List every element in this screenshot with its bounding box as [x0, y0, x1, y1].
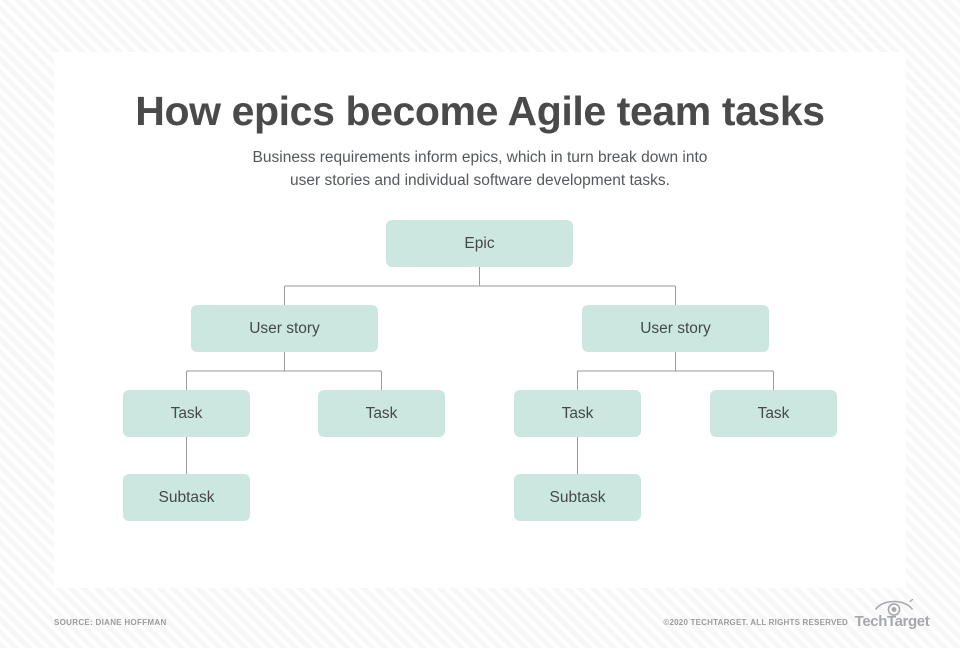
subtitle-line-2: user stories and individual software dev… [290, 171, 670, 189]
node-epic-label: Epic [464, 234, 495, 252]
techtarget-logo: TechTarget [852, 596, 932, 640]
node-task-3-label: Task [561, 404, 594, 422]
techtarget-wordmark: TechTarget [854, 613, 930, 630]
page-title: How epics become Agile team tasks [135, 88, 825, 134]
node-task-3: Task [514, 390, 641, 437]
node-task-4-label: Task [757, 404, 790, 422]
node-user-story-left: User story [191, 305, 378, 352]
node-epic: Epic [386, 220, 573, 267]
node-subtask-1: Subtask [123, 474, 250, 521]
hierarchy-diagram: Epic User story User story Task Task Tas… [54, 52, 906, 588]
copyright-notice: ©2020 TECHTARGET. ALL RIGHTS RESERVED [663, 618, 848, 627]
node-task-1-label: Task [170, 404, 203, 422]
footer: SOURCE: DIANE HOFFMAN ©2020 TECHTARGET. … [0, 598, 960, 648]
node-user-story-right: User story [582, 305, 769, 352]
page-subtitle: Business requirements inform epics, whic… [180, 147, 780, 192]
node-task-2: Task [318, 390, 445, 437]
node-subtask-1-label: Subtask [158, 488, 215, 506]
node-task-2-label: Task [365, 404, 398, 422]
infographic-card: How epics become Agile team tasks Busine… [54, 52, 906, 588]
subtitle-line-1: Business requirements inform epics, whic… [252, 149, 708, 167]
node-subtask-2-label: Subtask [549, 488, 606, 506]
node-task-4: Task [710, 390, 837, 437]
node-user-story-left-label: User story [249, 319, 320, 337]
node-user-story-right-label: User story [640, 319, 711, 337]
node-subtask-2: Subtask [514, 474, 641, 521]
node-task-1: Task [123, 390, 250, 437]
heading-block: How epics become Agile team tasks Busine… [54, 88, 906, 192]
source-credit: SOURCE: DIANE HOFFMAN [54, 618, 167, 627]
eye-icon [875, 598, 914, 616]
